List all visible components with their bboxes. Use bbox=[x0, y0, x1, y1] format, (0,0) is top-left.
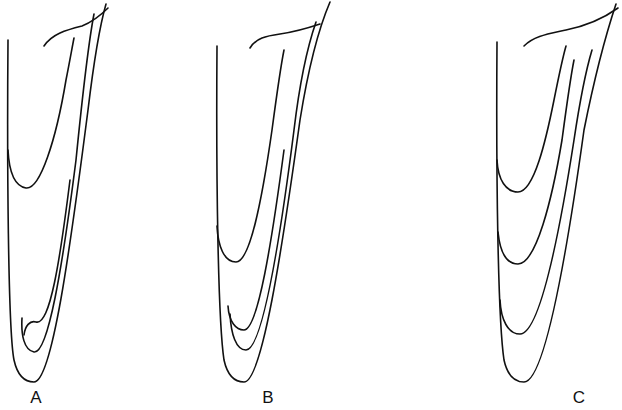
cap-line bbox=[524, 8, 618, 46]
shell-figure-a bbox=[8, 4, 108, 382]
growth-line bbox=[228, 150, 284, 330]
growth-line bbox=[22, 14, 94, 352]
growth-line-illustration bbox=[0, 0, 622, 385]
shell-figure-b bbox=[217, 2, 330, 382]
growth-line bbox=[217, 50, 284, 262]
cap-line bbox=[44, 8, 108, 46]
figure-label: B bbox=[261, 389, 274, 406]
outer-growth-line bbox=[497, 4, 616, 382]
figure-label: A bbox=[29, 389, 42, 406]
figure-label: C bbox=[572, 389, 586, 406]
outer-growth-line bbox=[8, 4, 106, 382]
growth-line bbox=[8, 38, 74, 188]
growth-line bbox=[24, 180, 70, 335]
cap-line bbox=[250, 24, 320, 48]
outer-growth-line bbox=[217, 2, 330, 382]
growth-line bbox=[498, 60, 574, 264]
growth-line bbox=[497, 46, 566, 192]
growth-line bbox=[230, 22, 316, 350]
shell-figure-c bbox=[497, 4, 618, 382]
